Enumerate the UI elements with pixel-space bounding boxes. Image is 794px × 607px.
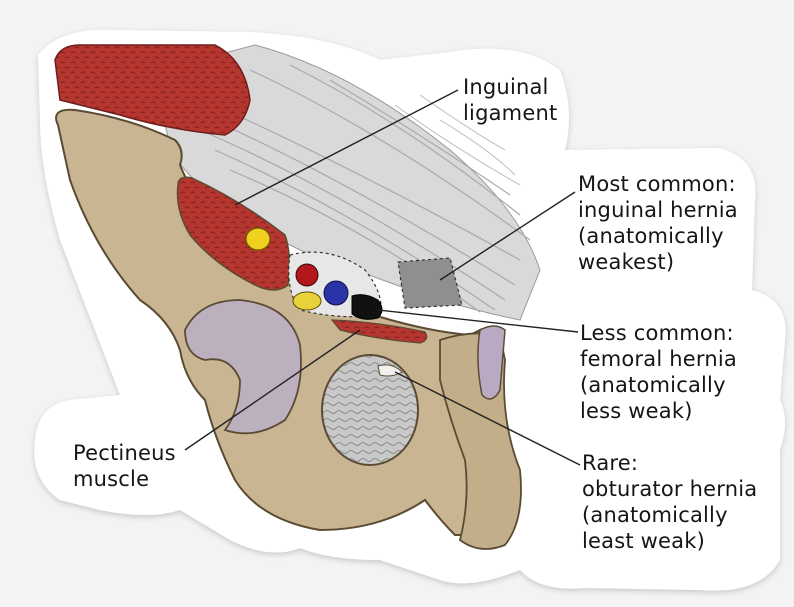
- leader-rare: [394, 371, 581, 466]
- label-line: (anatomically: [578, 224, 724, 248]
- label-line: weakest): [578, 250, 675, 274]
- leader-lines: [184, 89, 581, 466]
- label-line: obturator hernia: [582, 477, 758, 501]
- leader-most-common: [439, 191, 576, 281]
- femoral-vein: [323, 280, 349, 306]
- femoral-nerve: [245, 227, 271, 251]
- symphysis-cartilage: [477, 325, 506, 400]
- obturator-foramen: [321, 354, 419, 466]
- abdominal-muscle: [54, 44, 251, 136]
- label-line: inguinal hernia: [578, 198, 738, 222]
- leader-less-common: [377, 309, 579, 333]
- label-line: Rare:: [582, 451, 639, 475]
- label-line: femoral hernia: [580, 347, 737, 371]
- label-line: muscle: [73, 467, 150, 491]
- label-line: Inguinal: [463, 75, 549, 99]
- inguinal-ligament-label: Inguinal ligament: [463, 74, 557, 126]
- less-common-label: Less common: femoral hernia (anatomicall…: [580, 320, 737, 424]
- label-line: Most common:: [578, 172, 736, 196]
- label-line: Pectineus: [73, 441, 176, 465]
- leader-inguinal-ligament: [234, 89, 459, 206]
- lymph-node: [292, 291, 322, 311]
- label-line: Less common:: [580, 321, 734, 345]
- pectineus-label: Pectineus muscle: [73, 440, 176, 492]
- femoral-artery: [295, 263, 319, 287]
- leader-pectineus: [184, 329, 361, 451]
- iliopsoas-muscle: [176, 176, 291, 291]
- label-line: (anatomically: [582, 503, 728, 527]
- label-line: least weak): [582, 529, 705, 553]
- ligament-fibers: [159, 44, 541, 321]
- label-line: ligament: [463, 101, 558, 125]
- inguinal-hernia-site: [397, 257, 463, 309]
- label-line: (anatomically: [580, 373, 726, 397]
- rare-label: Rare: obturator hernia (anatomically lea…: [582, 450, 757, 554]
- femoral-head: [184, 299, 302, 435]
- label-line: less weak): [580, 399, 693, 423]
- most-common-label: Most common: inguinal hernia (anatomical…: [578, 171, 738, 275]
- pectineus-muscle: [330, 319, 428, 344]
